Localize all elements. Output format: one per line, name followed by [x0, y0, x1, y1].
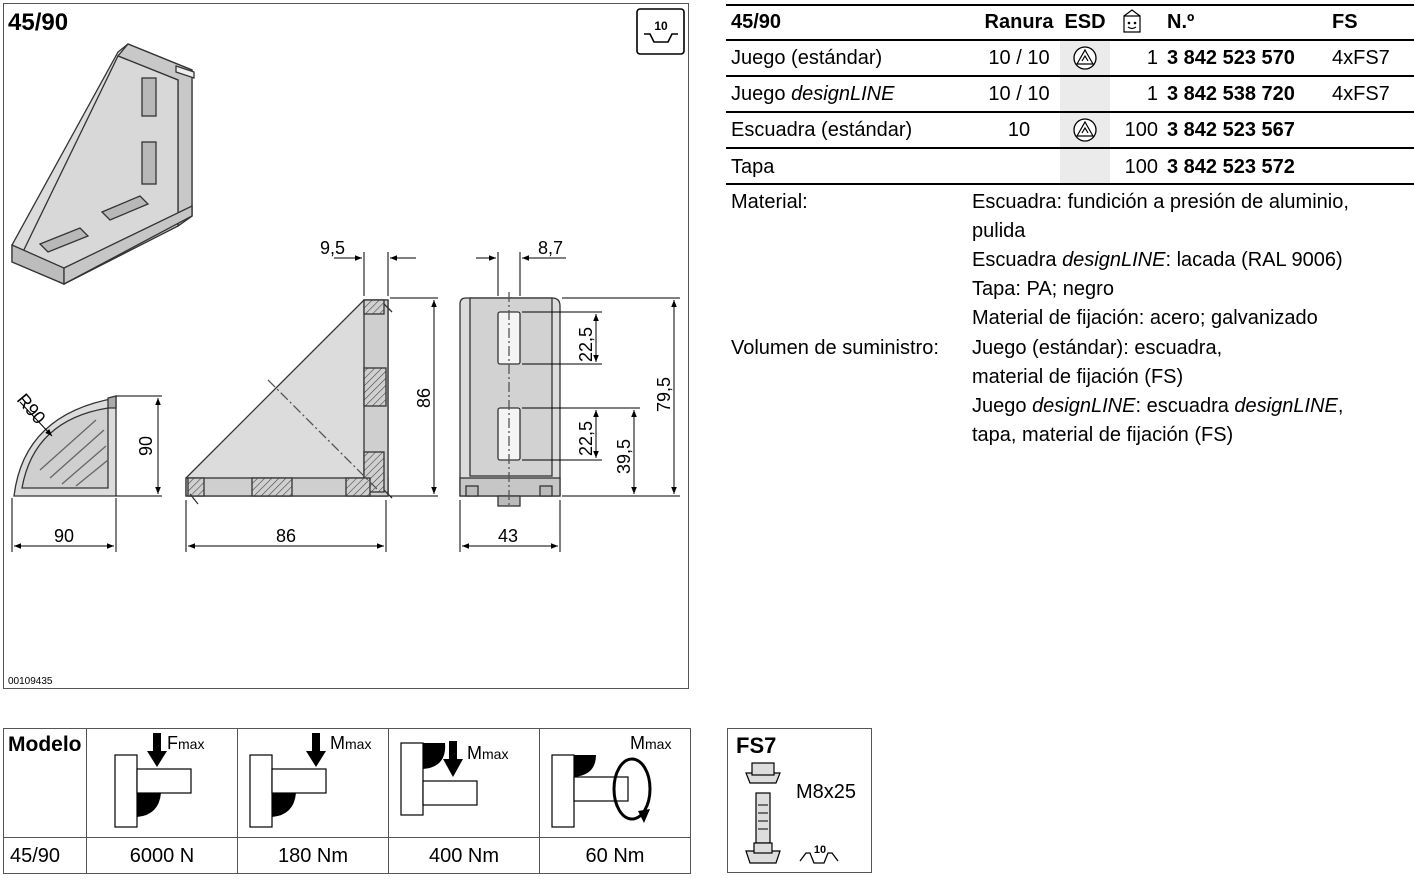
dim-slot-pos: 39,5	[614, 439, 634, 474]
load-model: 45/90	[3, 837, 87, 874]
load-header: Modelo	[8, 733, 82, 756]
row-slot: 10	[1007, 119, 1031, 141]
material-line: Escuadra designLINE: lacada (RAL 9006)	[972, 249, 1343, 271]
header-esd: ESD	[1064, 11, 1106, 33]
fastener-box: FS7 10 M8x25	[727, 728, 872, 873]
load-header-cell: Modelo	[3, 728, 87, 838]
load-diagram-cell: Mmax	[539, 728, 691, 838]
supply-line: tapa, material de fijación (FS)	[972, 424, 1234, 446]
material-line: Tapa: PA; negro	[972, 278, 1114, 300]
table-row: Juego designLINE 10 / 10 1 3 842 538 720…	[726, 76, 1414, 112]
load-value: 60 Nm	[539, 837, 691, 874]
row-number: 3 842 523 567	[1167, 119, 1295, 141]
side-view	[13, 395, 117, 497]
row-name: Juego designLINE	[731, 83, 895, 105]
esd-icon	[1060, 40, 1110, 76]
bolt-icon: 10	[745, 762, 839, 864]
material-label: Material:	[731, 191, 808, 213]
dim-total-height: 79,5	[654, 377, 674, 412]
load-value: 6000 N	[86, 837, 238, 874]
drawing-id: 00109435	[8, 676, 53, 687]
end-view-dims	[459, 252, 680, 552]
dim-slot-len-top: 22,5	[576, 327, 596, 362]
row-fs: 4xFS7	[1332, 47, 1390, 69]
front-view-dims	[185, 252, 438, 552]
header-model: 45/90	[731, 11, 782, 33]
isometric-view	[11, 43, 195, 286]
dim-radius: R90	[13, 390, 50, 428]
load-diagram-cell: Mmax	[237, 728, 389, 838]
supply-line: material de fijación (FS)	[972, 366, 1184, 388]
row-qty: 100	[1124, 119, 1158, 141]
side-view-dims	[11, 395, 162, 552]
dim-slot-len-bottom: 22,5	[576, 421, 596, 456]
drawing-panel	[3, 3, 689, 689]
row-qty: 100	[1124, 156, 1158, 178]
fastener-title: FS7	[736, 733, 777, 758]
svg-text:Mmax: Mmax	[630, 733, 671, 753]
package-icon	[1120, 8, 1144, 44]
row-fs: 4xFS7	[1332, 83, 1390, 105]
moment-diagram-icon: Mmax	[400, 741, 508, 816]
end-view	[459, 292, 561, 508]
fastener-size: M8x25	[796, 781, 857, 803]
dim-side-width: 90	[54, 526, 74, 546]
model-title: 45/90	[8, 9, 69, 36]
row-slot: 10 / 10	[988, 47, 1050, 69]
dim-front-depth: 9,5	[320, 238, 345, 258]
material-line: Material de fijación: acero; galvanizado	[972, 307, 1318, 329]
load-value: 180 Nm	[237, 837, 389, 874]
dim-side-height: 90	[136, 436, 156, 456]
row-qty: 1	[1146, 47, 1158, 69]
dim-end-offset: 8,7	[538, 238, 563, 258]
slot-profile-icon: 10	[636, 8, 685, 55]
svg-text:Fmax: Fmax	[167, 733, 204, 753]
supply-label: Volumen de suministro:	[731, 337, 939, 359]
header-number: N.º	[1167, 11, 1195, 33]
row-name: Tapa	[731, 156, 775, 178]
dim-front-width: 86	[276, 526, 296, 546]
table-row: Juego (estándar) 10 / 10 1 3 842 523 570…	[726, 40, 1414, 76]
row-number: 3 842 538 720	[1167, 83, 1295, 105]
esd-icon	[1060, 112, 1110, 148]
force-diagram-icon: Fmax	[114, 733, 204, 828]
material-line: Escuadra: fundición a presión de alumini…	[972, 191, 1349, 213]
supply-line: Juego (estándar): escuadra,	[972, 337, 1223, 359]
row-number: 3 842 523 570	[1167, 47, 1295, 69]
dim-end-width: 43	[498, 526, 518, 546]
svg-text:Mmax: Mmax	[467, 743, 508, 763]
technical-drawing: R90 90 90 9,5 86 86	[11, 43, 680, 552]
load-value: 400 Nm	[388, 837, 540, 874]
spec-table-header: 45/90 Ranura ESD N.º FS	[726, 4, 1414, 40]
svg-text:Mmax: Mmax	[330, 733, 371, 753]
header-slot: Ranura	[984, 11, 1054, 33]
row-qty: 1	[1146, 83, 1158, 105]
slot-badge: 10	[636, 8, 686, 61]
row-name: Escuadra (estándar)	[731, 119, 913, 141]
row-number: 3 842 523 572	[1167, 156, 1295, 178]
row-slot: 10 / 10	[988, 83, 1050, 105]
header-fs: FS	[1332, 11, 1358, 33]
torque-diagram-icon: Mmax	[551, 733, 671, 828]
material-line: pulida	[972, 220, 1026, 242]
slot-badge-label: 10	[654, 19, 668, 33]
fastener-slot-badge: 10	[814, 844, 826, 856]
table-row: Tapa 100 3 842 523 572	[726, 149, 1414, 185]
table-row: Escuadra (estándar) 10 100 3 842 523 567	[726, 112, 1414, 148]
load-diagram-cell: Mmax	[388, 728, 540, 838]
supply-line: Juego designLINE: escuadra designLINE,	[972, 395, 1344, 417]
front-view	[185, 299, 393, 505]
row-name: Juego (estándar)	[731, 47, 883, 69]
dim-front-height: 86	[414, 388, 434, 408]
load-diagram-cell: Fmax	[86, 728, 238, 838]
moment-diagram-icon: Mmax	[249, 733, 371, 828]
